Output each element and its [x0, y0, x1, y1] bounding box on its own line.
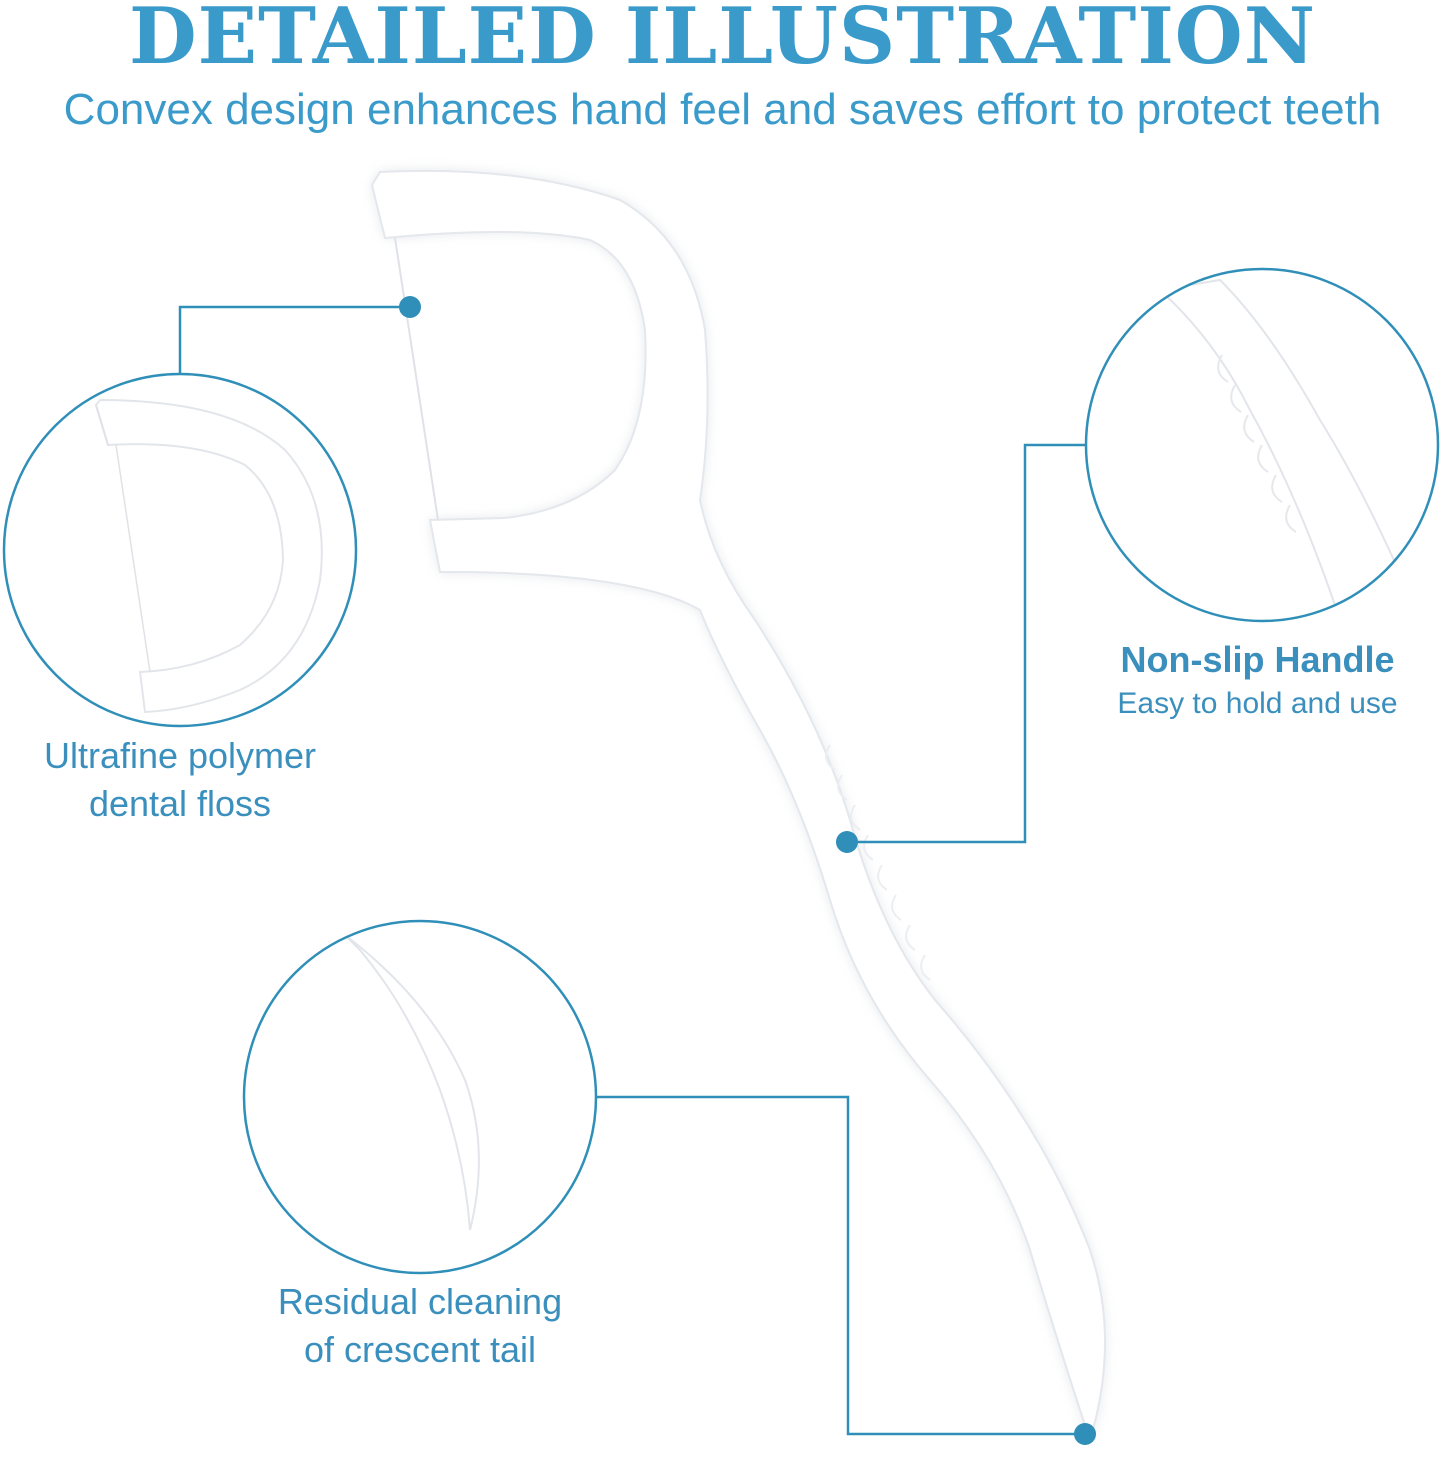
floss-callout-label: Ultrafine polymer dental floss	[0, 732, 360, 828]
tail-detail-zoom	[242, 919, 598, 1275]
floss-pick-illustration	[370, 169, 1106, 1444]
handle-connector-line	[847, 443, 1086, 844]
tail-callout-line2: of crescent tail	[303, 1329, 537, 1370]
tail-callout-line1: Residual cleaning	[277, 1281, 563, 1322]
floss-connector-line	[178, 305, 410, 374]
page-subtitle: Convex design enhances hand feel and sav…	[63, 85, 1382, 134]
handle-detail-zoom	[1084, 267, 1440, 623]
tail-callout-label: Residual cleaning of crescent tail	[230, 1278, 610, 1374]
handle-callout-desc: Easy to hold and use	[1117, 687, 1398, 720]
floss-callout-line2: dental floss	[88, 783, 272, 824]
tail-marker-dot	[1074, 1423, 1096, 1445]
handle-marker-dot	[836, 831, 858, 853]
floss-detail-zoom	[2, 372, 358, 728]
handle-callout-label: Non-slip Handle Easy to hold and use	[1085, 636, 1430, 724]
tail-connector-line	[596, 1095, 1085, 1436]
floss-callout-line1: Ultrafine polymer	[43, 735, 317, 776]
handle-callout-title: Non-slip Handle	[1120, 639, 1395, 680]
page-title: DETAILED ILLUSTRATION	[128, 0, 1317, 82]
floss-marker-dot	[399, 296, 421, 318]
